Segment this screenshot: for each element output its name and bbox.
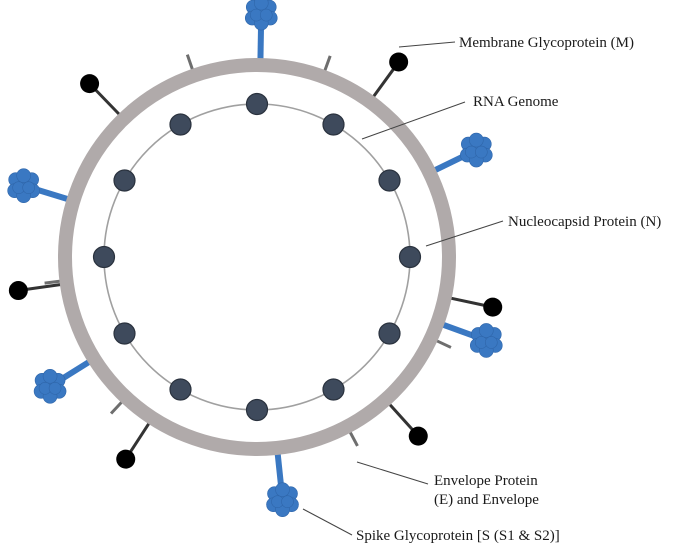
- nucleocapsid-protein-3: [378, 169, 401, 192]
- envelope-leader-line: [356, 461, 429, 485]
- viral-envelope: [58, 58, 456, 456]
- membrane-glycoprotein-knob-5: [116, 449, 136, 469]
- leader-lines: [302, 41, 504, 536]
- nucleocapsid-protein-4: [398, 245, 422, 269]
- nucleocapsid-protein-7: [245, 398, 269, 422]
- spike-crown: [33, 369, 67, 404]
- spike-glycoprotein-label: Spike Glycoprotein [S (S1 & S2)]: [356, 528, 560, 544]
- nucleocapsid-protein-label: Nucleocapsid Protein (N): [508, 214, 661, 230]
- nucleocapsid-proteins: [92, 92, 422, 422]
- membrane-glycoprotein-label: Membrane Glycoprotein (M): [459, 35, 634, 51]
- membrane-glycoprotein-knob-1: [80, 74, 100, 94]
- membrane-leader-line: [398, 41, 456, 48]
- spike-crown: [266, 482, 299, 517]
- rna-genome-ring: [103, 103, 411, 411]
- nucleocapsid-protein-8: [169, 378, 192, 401]
- spike-glycoproteins: [7, 0, 503, 517]
- envelope-protein-label-line2: (E) and Envelope: [434, 492, 539, 508]
- nucleocapsid-protein-12: [169, 113, 192, 136]
- membrane-glycoprotein-knob-6: [8, 281, 28, 301]
- spike-crown: [460, 132, 493, 168]
- membrane-glycoprotein-knob-3: [483, 297, 503, 317]
- spike-crown: [469, 323, 503, 358]
- spike-glycoprotein-5: [33, 354, 100, 404]
- spike-glycoprotein-3: [432, 318, 503, 358]
- spike-crown: [244, 0, 278, 31]
- nucleocapsid-leader-line: [425, 220, 504, 247]
- nucleocapsid-protein-1: [245, 92, 269, 116]
- spike-glycoprotein-2: [424, 132, 493, 178]
- envelope-protein-label-line1: Envelope Protein: [434, 473, 538, 489]
- rna-leader-line: [361, 101, 466, 140]
- nucleocapsid-protein-9: [113, 322, 136, 345]
- spike-leader-line: [302, 508, 353, 536]
- spike-glycoprotein-1: [244, 0, 278, 70]
- spike-crown: [7, 168, 40, 203]
- nucleocapsid-protein-5: [378, 322, 401, 345]
- spike-glycoprotein-6: [7, 168, 79, 205]
- nucleocapsid-protein-2: [322, 113, 345, 136]
- spike-glycoprotein-4: [266, 443, 299, 517]
- nucleocapsid-protein-11: [113, 169, 136, 192]
- membrane-glycoprotein-knob-2: [389, 52, 409, 72]
- rna-genome-label: RNA Genome: [473, 94, 559, 110]
- nucleocapsid-protein-10: [92, 245, 116, 269]
- nucleocapsid-protein-6: [322, 378, 345, 401]
- membrane-glycoprotein-knob-4: [408, 426, 428, 446]
